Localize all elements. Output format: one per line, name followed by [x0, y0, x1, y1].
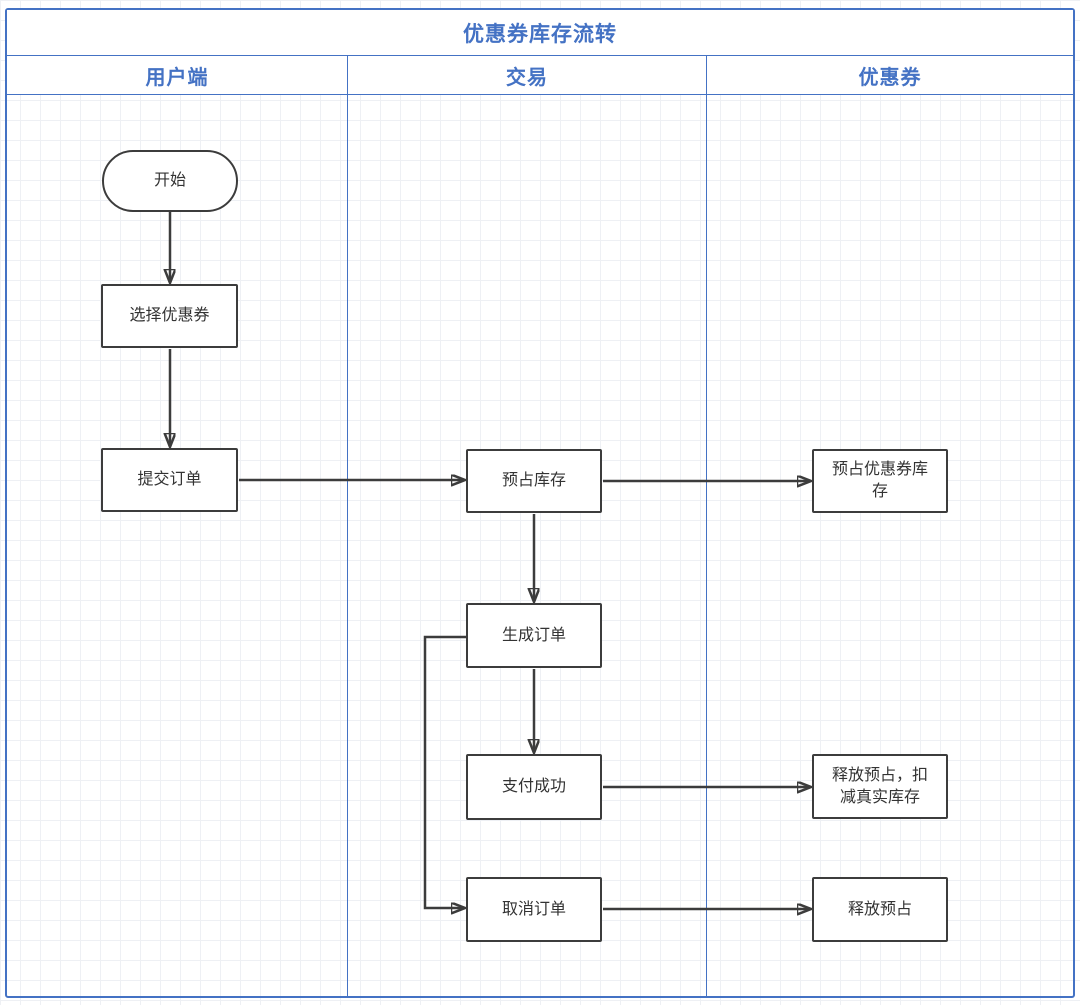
lane-header-trade[interactable]: 交易: [348, 56, 707, 94]
node-pay-success[interactable]: 支付成功: [466, 754, 602, 820]
node-submit-order[interactable]: 提交订单: [101, 448, 238, 512]
lane-body-row: [7, 95, 1073, 996]
node-cancel-order[interactable]: 取消订单: [466, 877, 602, 942]
node-start[interactable]: 开始: [102, 150, 238, 212]
lane-header-user[interactable]: 用户端: [7, 56, 348, 94]
node-create-order[interactable]: 生成订单: [466, 603, 602, 668]
node-select-coupon[interactable]: 选择优惠券: [101, 284, 238, 348]
diagram-title[interactable]: 优惠券库存流转: [7, 10, 1073, 56]
lane-column-trade: [348, 95, 707, 996]
node-hold-stock[interactable]: 预占库存: [466, 449, 602, 513]
swimlane-pool: 优惠券库存流转 用户端 交易 优惠券: [5, 8, 1075, 998]
lane-header-row: 用户端 交易 优惠券: [7, 56, 1073, 95]
lane-column-coupon: [707, 95, 1073, 996]
node-release-hold[interactable]: 释放预占: [812, 877, 948, 942]
node-hold-coupon-stock[interactable]: 预占优惠券库存: [812, 449, 948, 513]
lane-header-coupon[interactable]: 优惠券: [858, 66, 922, 89]
node-release-hold-deduct[interactable]: 释放预占，扣减真实库存: [812, 754, 948, 819]
lane-column-user: [7, 95, 348, 996]
